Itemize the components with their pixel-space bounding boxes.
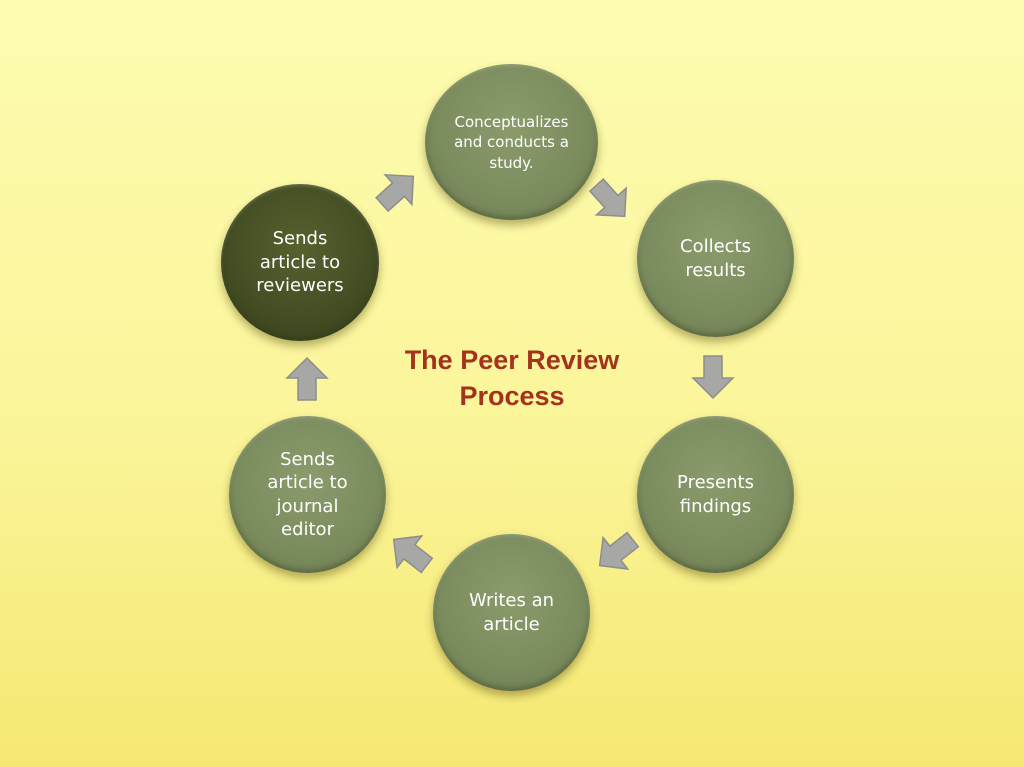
arrow-icon-1-to-2: [587, 177, 633, 223]
step-3-line-1: Presents: [677, 472, 754, 494]
step-6-line-2: article to: [259, 251, 341, 273]
arrow-icon-2-to-3: [690, 353, 736, 400]
step-6-line-3: reviewers: [256, 275, 344, 297]
step-1-line-2: and conducts a: [454, 133, 569, 152]
step-6-line-1: Sends: [272, 228, 328, 250]
step-3-line-2: findings: [679, 495, 752, 517]
step-collect-results-node: Collects results: [637, 180, 794, 337]
block-arrow-icon: [691, 355, 735, 400]
block-arrow-icon: [598, 531, 640, 570]
block-arrow-icon: [285, 356, 329, 401]
step-write-article-node: Writes an article: [433, 534, 590, 691]
step-1-line-1: Conceptualizes: [454, 113, 569, 131]
block-arrow-icon: [375, 173, 415, 213]
block-arrow-icon: [392, 535, 434, 574]
arrow-icon-6-to-1: [374, 168, 420, 214]
step-2-line-1: Collects: [680, 236, 751, 258]
diagram-title: The Peer Review Process: [362, 342, 662, 414]
step-4-line-2: article: [483, 613, 540, 635]
step-present-findings-node: Presents findings: [637, 416, 794, 573]
step-send-to-reviewers-node: Sends article to reviewers: [221, 184, 379, 341]
step-send-to-editor-node: Sends article to journal editor: [229, 416, 386, 573]
arrow-icon-4-to-5: [388, 530, 434, 576]
block-arrow-icon: [588, 178, 628, 218]
step-5-line-3: journal: [276, 495, 339, 517]
arrow-icon-3-to-4: [594, 529, 640, 575]
step-4-line-1: Writes an: [468, 590, 555, 612]
title-line-2: Process: [459, 381, 565, 411]
title-line-1: The Peer Review: [404, 345, 620, 375]
step-1-line-3: study.: [489, 153, 534, 172]
arrow-icon-5-to-6: [284, 356, 330, 403]
step-5-line-2: article to: [267, 472, 348, 494]
step-2-line-2: results: [685, 259, 746, 281]
step-5-line-4: editor: [281, 518, 334, 540]
step-conceptualize-node: Conceptualizes and conducts a study.: [425, 64, 598, 220]
step-5-line-1: Sends: [280, 448, 335, 470]
